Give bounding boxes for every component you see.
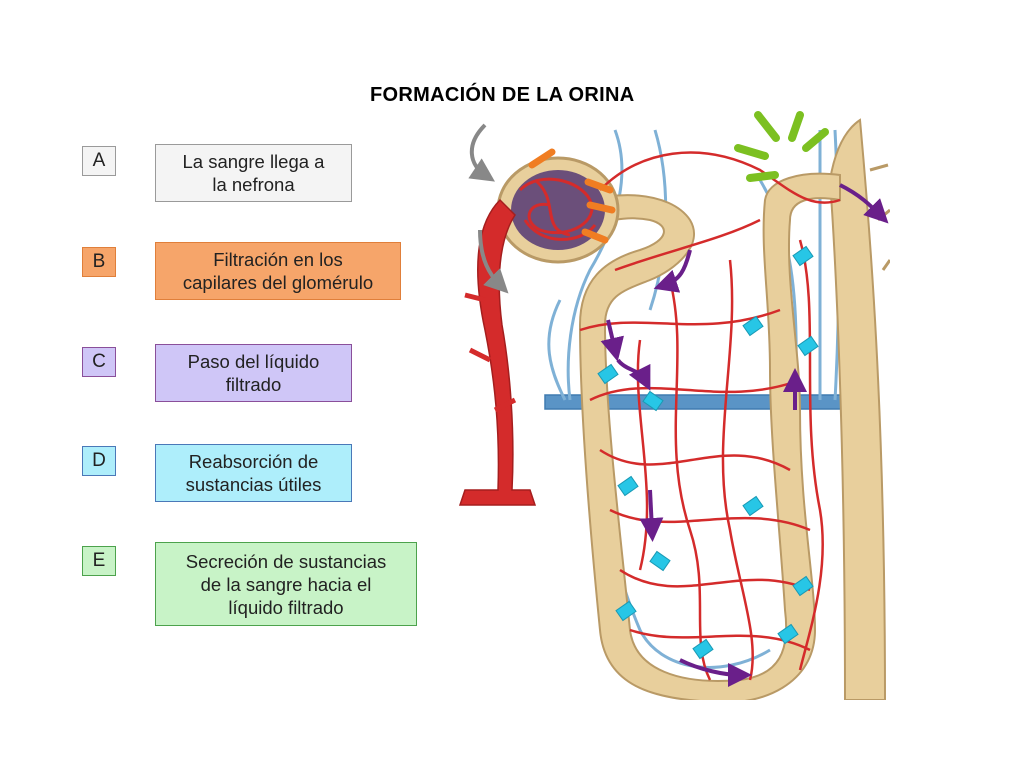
diagram-title: FORMACIÓN DE LA ORINA: [370, 84, 635, 106]
legend-label-c: Paso del líquido filtrado: [155, 344, 352, 402]
secretion-arrows: [734, 111, 829, 182]
legend-label-e: Secreción de sustancias de la sangre hac…: [155, 542, 417, 626]
legend-letter-a: A: [82, 146, 116, 176]
legend-label-b: Filtración en los capilares del glomérul…: [155, 242, 401, 300]
legend-label-a: La sangre llega a la nefrona: [155, 144, 352, 202]
peritubular-capillaries: [579, 151, 841, 681]
legend-letter-d: D: [82, 446, 116, 476]
nephron-diagram: [458, 111, 890, 700]
legend-label-d: Reabsorción de sustancias útiles: [155, 444, 352, 502]
blood-arrows: [468, 123, 509, 294]
filtration-arrows: [528, 148, 616, 244]
legend-letter-e: E: [82, 546, 116, 576]
reabsorption-arrows: [597, 245, 819, 660]
collecting-duct: [828, 118, 887, 700]
legend-letter-b: B: [82, 247, 116, 277]
renal-tubule: [578, 172, 841, 700]
flow-arrows: [600, 183, 889, 687]
legend-letter-c: C: [82, 347, 116, 377]
